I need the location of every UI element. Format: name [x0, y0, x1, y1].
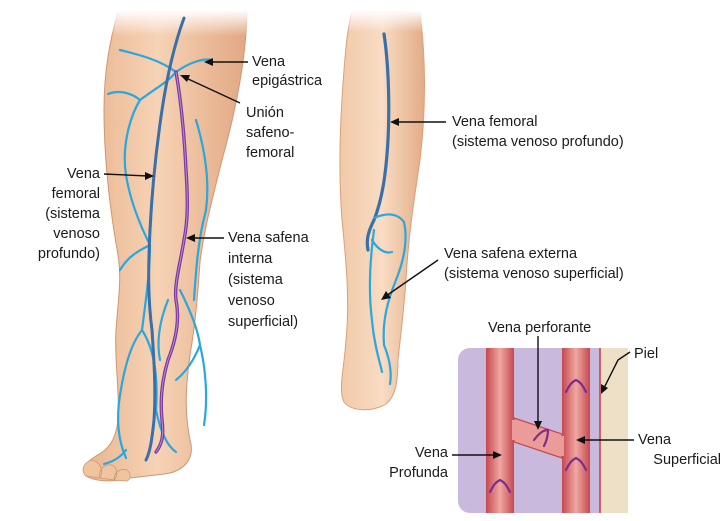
label-safena-interna-1: Vena safena	[228, 230, 310, 246]
label-epigastrica-1: Vena	[252, 54, 286, 70]
label-safena-externa-1: Vena safena externa	[444, 246, 578, 262]
label-union-1: Unión	[246, 105, 284, 121]
inset-join-right	[560, 436, 564, 456]
label-superficial-2: Superficial	[653, 452, 721, 468]
label-femoral-left-2: femoral	[52, 186, 100, 202]
label-femoral-left-3: (sistema	[45, 206, 101, 222]
label-profunda-1: Vena	[415, 445, 449, 461]
inset-deep-vessel	[486, 348, 514, 513]
label-piel: Piel	[634, 346, 658, 362]
inset-superficial-vessel	[562, 348, 590, 513]
label-safena-interna-4: venoso	[228, 293, 275, 309]
right-leg	[340, 10, 430, 410]
label-safena-externa-2: (sistema venoso superficial)	[444, 266, 624, 282]
label-union-3: femoral	[246, 145, 294, 161]
right-leg-top-fade	[345, 10, 430, 32]
right-leg-skin	[340, 12, 425, 410]
perforating-vein-inset	[458, 348, 628, 513]
inset-skin-corner	[600, 348, 628, 513]
label-femoral-left-1: Vena	[67, 166, 101, 182]
label-femoral-right-2: (sistema venoso profundo)	[452, 134, 624, 150]
label-union-2: safeno-	[246, 125, 295, 141]
label-femoral-left-5: profundo)	[38, 246, 100, 262]
label-safena-interna-5: superficial)	[228, 314, 298, 330]
label-safena-interna-2: interna	[228, 251, 273, 267]
label-perforante: Vena perforante	[488, 320, 591, 336]
label-profunda-2: Profunda	[389, 465, 449, 481]
label-epigastrica-2: epigástrica	[252, 73, 323, 89]
label-superficial-1: Vena	[638, 432, 672, 448]
label-femoral-right-1: Vena femoral	[452, 114, 537, 130]
inset-join-left	[512, 420, 516, 440]
label-femoral-left-4: venoso	[53, 226, 100, 242]
label-safena-interna-3: (sistema	[228, 272, 284, 288]
